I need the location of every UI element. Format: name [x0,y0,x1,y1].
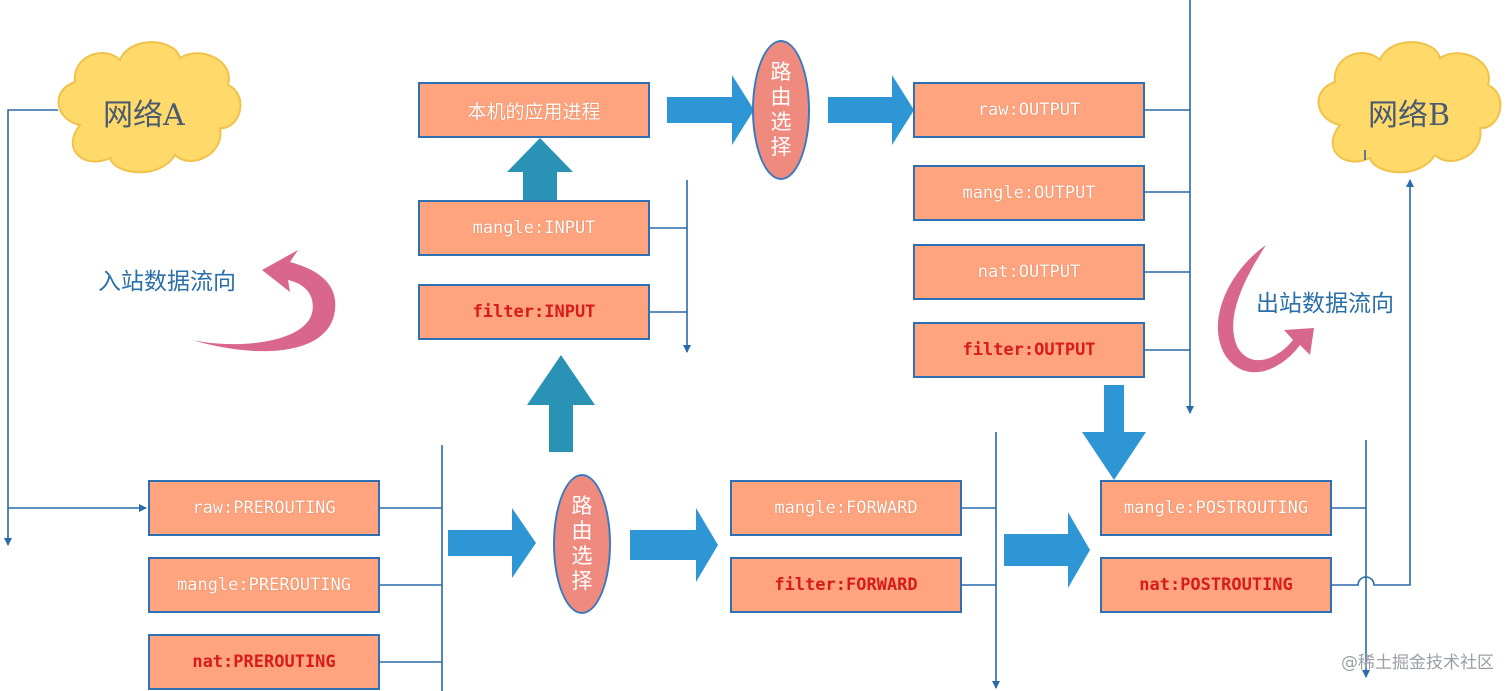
separator: : [835,575,846,595]
routing-char: 由 [571,519,593,543]
chain-name: INPUT [544,302,596,322]
table-name: mangle [472,218,534,238]
separator: : [1008,262,1019,282]
box-nat-prerouting: nat:PREROUTING [148,634,380,690]
big-arrows [448,75,1146,588]
table-name: mangle [176,575,239,595]
separator: : [1023,183,1035,203]
chain-name: FORWARD [846,498,918,518]
chain-name: INPUT [544,218,596,238]
box-nat-output: nat:OUTPUT [913,244,1145,300]
box-mangle-input: mangle:INPUT [418,200,650,256]
routing-decision-bottom: 路 由 选 择 [553,474,611,614]
separator: : [533,302,545,322]
separator: : [223,498,234,518]
table-name: nat [1139,575,1170,595]
table-name: filter [472,302,534,322]
table-name: nat [192,652,224,672]
table-name: raw [192,498,224,518]
box-filter-forward: filter:FORWARD [730,557,962,613]
outbound-curve-arrow [1217,245,1314,373]
chain-name: PREROUTING [248,575,352,595]
separator: : [223,652,234,672]
arrow-prerouting-to-routing [448,508,536,578]
inbound-flow-label: 入站数据流向 [98,269,236,295]
table-name: nat [977,262,1009,282]
table-name: mangle [774,498,836,518]
separator: : [1008,100,1019,120]
box-mangle-postrouting: mangle:POSTROUTING [1100,480,1332,536]
routing-char: 路 [770,60,792,84]
network-a-label: 网络A [103,98,185,133]
separator: : [533,218,545,238]
box-raw-prerouting: raw:PREROUTING [148,480,380,536]
network-b-label: 网络B [1368,98,1451,133]
chain-name: PREROUTING [233,498,336,518]
arrow-routing-to-forward [630,508,718,582]
app-process-box: 本机的应用进程 [418,82,650,138]
separator: : [1185,498,1196,518]
separator: : [1169,575,1181,595]
inbound-curve-arrow [192,250,336,352]
arrow-routing-to-input [527,355,595,452]
arrow-routing-to-raw-output [828,75,914,145]
chain-name: OUTPUT [1018,100,1081,120]
chain-name: FORWARD [846,575,918,595]
box-nat-postrouting: nat:POSTROUTING [1100,557,1332,613]
connector-lines [4,0,1414,691]
routing-char: 择 [770,135,792,159]
routing-decision-top: 路 由 选 择 [752,40,810,180]
chain-name: PREROUTING [233,652,336,672]
box-mangle-forward: mangle:FORWARD [730,480,962,536]
routing-char: 由 [770,85,792,109]
cloud-network-b [1317,41,1502,174]
app-process-label: 本机的应用进程 [467,100,601,123]
box-mangle-prerouting: mangle:PREROUTING [148,557,380,613]
routing-char: 路 [571,494,593,518]
table-name: mangle [962,183,1024,203]
routing-char: 择 [571,569,593,593]
box-filter-output: filter:OUTPUT [913,322,1145,378]
outbound-flow-label: 出站数据流向 [1256,291,1394,317]
arrow-forward-to-postrouting [1004,512,1090,588]
separator: : [1023,340,1035,360]
table-name: filter [962,340,1024,360]
routing-char: 选 [770,110,792,134]
separator: : [835,498,846,518]
table-name: filter [774,575,836,595]
separator: : [238,575,249,595]
box-filter-input: filter:INPUT [418,284,650,340]
arrow-output-to-postrouting [1082,385,1146,480]
chain-name: OUTPUT [1034,183,1096,203]
routing-char: 选 [571,544,593,568]
arrow-app-to-routing [667,75,754,145]
chain-name: POSTROUTING [1195,498,1309,518]
table-name: raw [977,100,1009,120]
chain-name: OUTPUT [1018,262,1081,282]
arrow-mangle-input-to-app [507,138,573,200]
cloud-network-a [57,41,242,174]
chain-name: POSTROUTING [1180,575,1293,595]
chain-name: OUTPUT [1034,340,1096,360]
box-raw-output: raw:OUTPUT [913,82,1145,138]
watermark: @稀土掘金技术社区 [1341,653,1494,673]
box-mangle-output: mangle:OUTPUT [913,165,1145,221]
table-name: mangle [1123,498,1186,518]
